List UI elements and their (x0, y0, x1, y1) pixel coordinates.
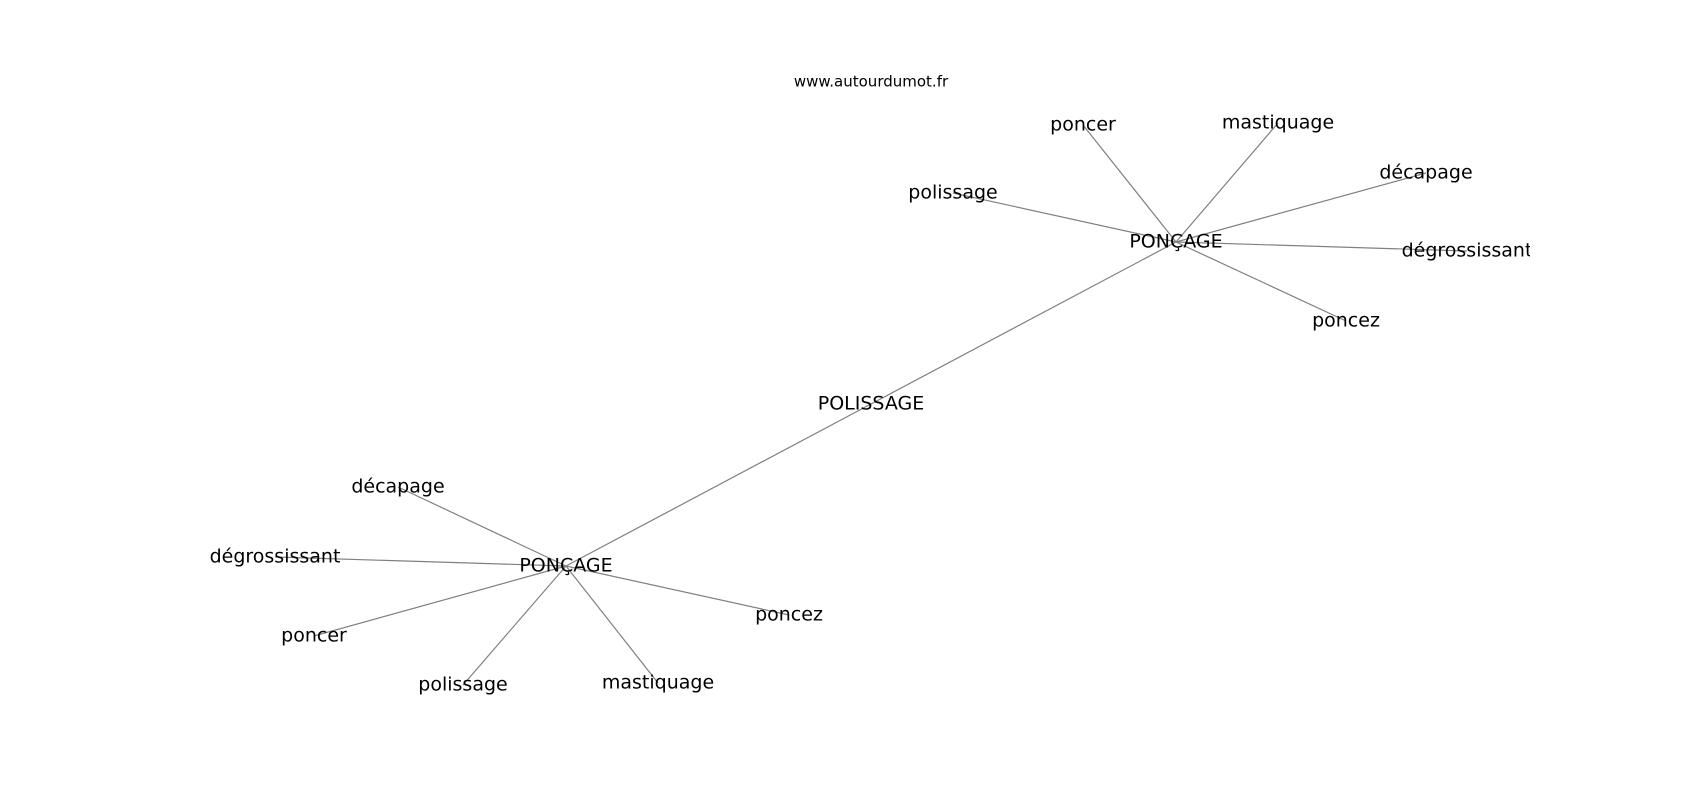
edge-hub-0-neighbor-3 (952, 192, 1177, 243)
node-hub-0-neighbor-0: poncer (1050, 114, 1116, 136)
edge-hub-1-neighbor-5 (565, 565, 790, 616)
edge-hub-1-neighbor-0 (397, 486, 567, 567)
node-hub-1-neighbor-5: poncez (755, 604, 823, 626)
edge-hub-1-neighbor-4 (565, 565, 659, 684)
edge-hub-0-neighbor-1 (1175, 122, 1279, 243)
edge-hub-0-neighbor-4 (1175, 241, 1468, 252)
edge-center-hub-0 (870, 241, 1177, 405)
graph-labels: POLISSAGE PONÇAGE poncer mastiquage décapage… (210, 112, 1533, 696)
edge-hub-1-neighbor-3 (462, 565, 567, 686)
edge-hub-1-neighbor-2 (313, 565, 567, 637)
node-hub-0-neighbor-1: mastiquage (1222, 112, 1334, 134)
node-hub-0-neighbor-4: dégrossissant (1402, 240, 1533, 262)
node-hub-1-neighbor-3: polissage (418, 674, 507, 696)
node-hub-0-neighbor-3: polissage (908, 182, 997, 204)
node-hub-0-neighbor-5: poncez (1312, 310, 1380, 332)
node-hub-1: PONÇAGE (519, 555, 612, 577)
edge-hub-0-neighbor-2 (1175, 172, 1427, 243)
edge-hub-0-neighbor-0 (1082, 124, 1177, 243)
node-hub-1-neighbor-0: décapage (351, 476, 444, 498)
node-hub-0: PONÇAGE (1129, 231, 1222, 253)
edge-hub-0-neighbor-5 (1175, 241, 1347, 322)
node-center: POLISSAGE (818, 393, 924, 415)
graph-edges (274, 122, 1468, 686)
node-hub-1-neighbor-2: poncer (281, 625, 347, 647)
node-hub-1-neighbor-1: dégrossissant (210, 546, 341, 568)
source-text: www.autourdumot.fr (794, 73, 949, 91)
node-hub-0-neighbor-2: décapage (1379, 162, 1472, 184)
node-hub-1-neighbor-4: mastiquage (602, 672, 714, 694)
edge-hub-1-neighbor-1 (274, 556, 567, 567)
edge-center-hub-1 (565, 403, 872, 567)
